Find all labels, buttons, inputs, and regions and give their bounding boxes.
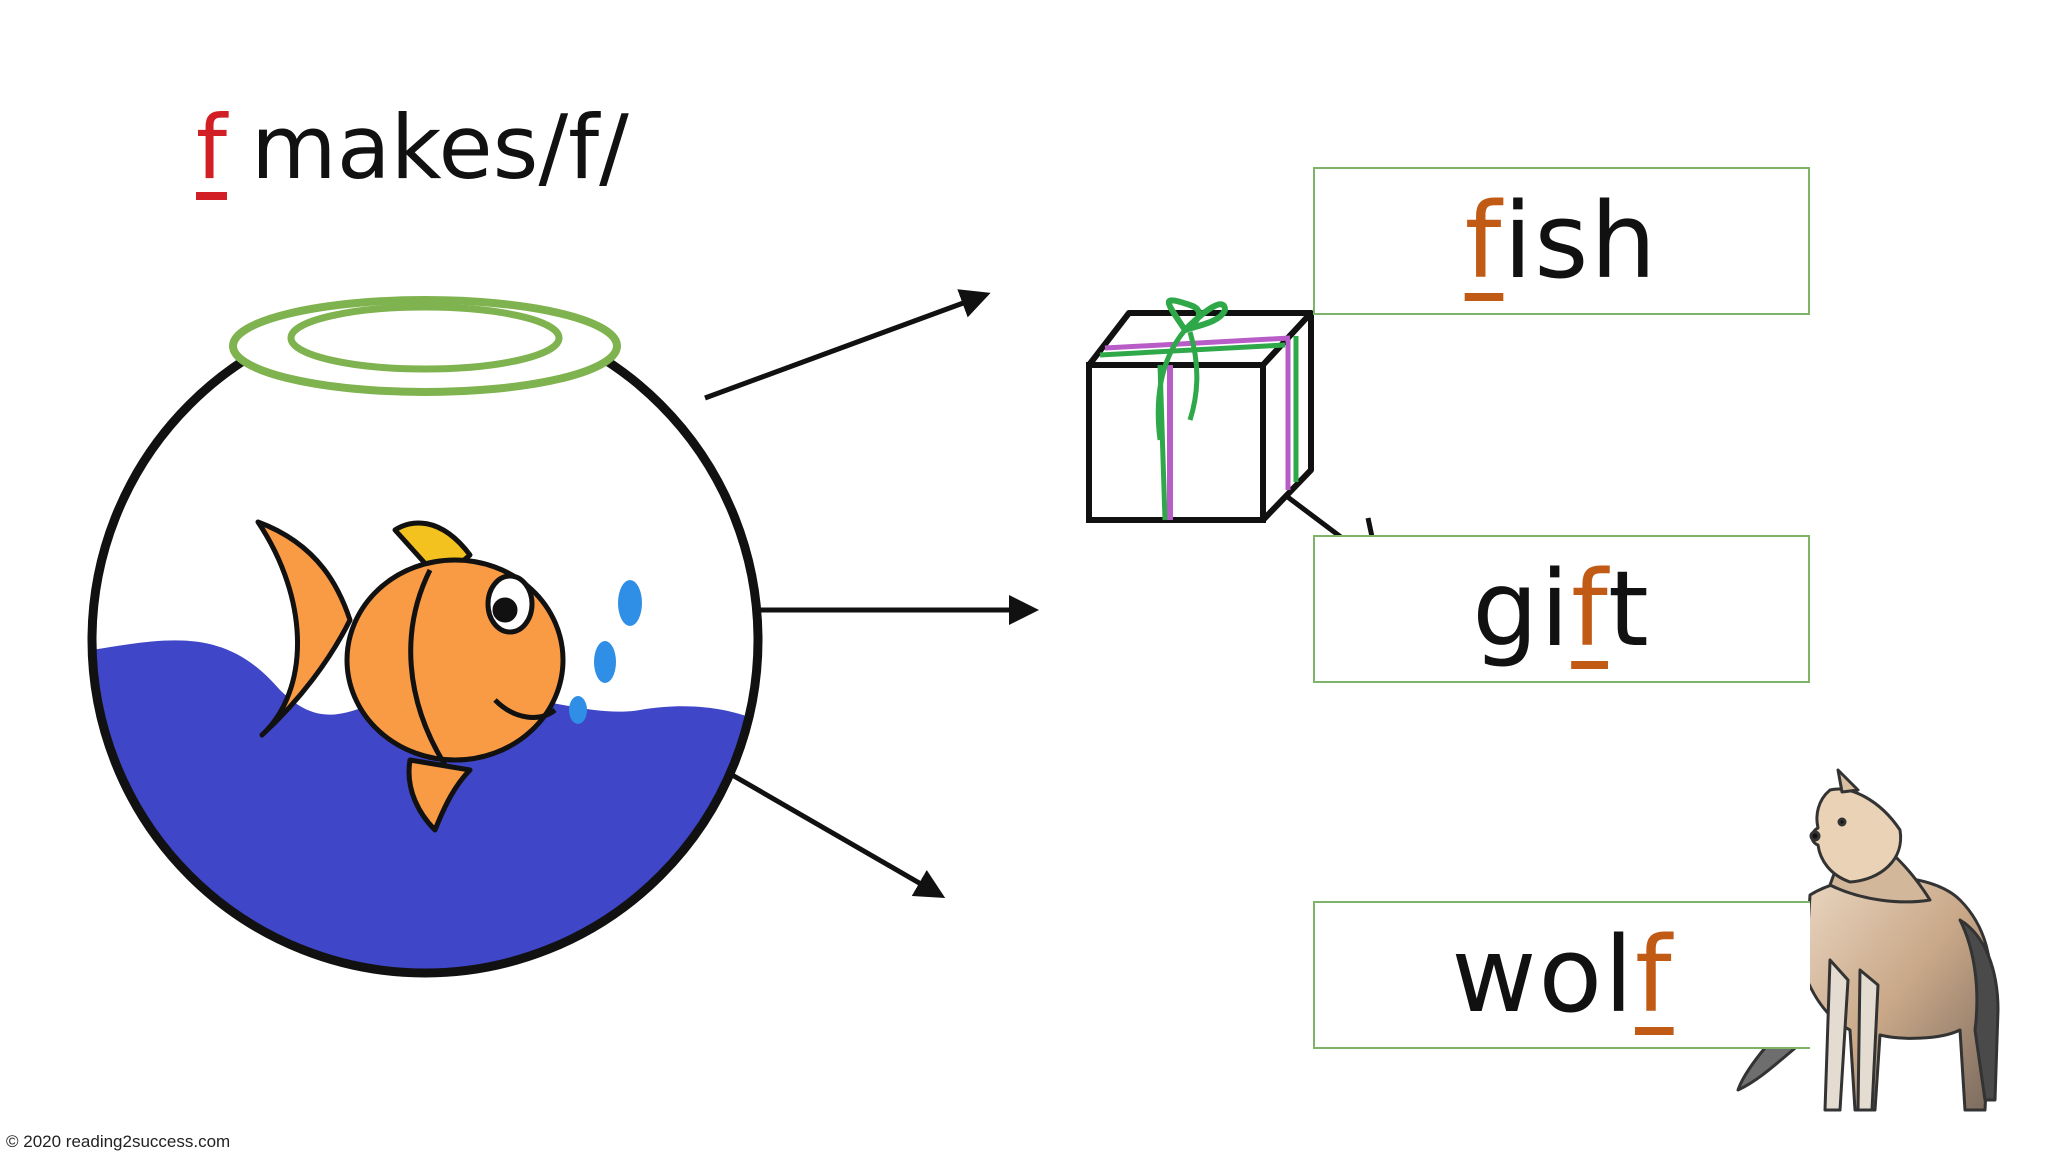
- arrow-icon: [704, 289, 991, 401]
- highlight-letter: f: [1571, 548, 1608, 670]
- word-wolf: wolf: [1451, 914, 1674, 1036]
- word-card-gift: gift: [1313, 535, 1810, 683]
- fishbowl-icon: [87, 296, 763, 978]
- copyright-notice: © 2020 reading2success.com: [6, 1132, 231, 1151]
- word-card-fish: fish: [1313, 167, 1810, 315]
- title-letter: f: [196, 96, 227, 199]
- title-rest: makes/f/: [250, 96, 629, 199]
- gift-box-icon: [1086, 297, 1381, 568]
- wolf-icon: [1736, 768, 2000, 1112]
- arrow-icon: [725, 769, 946, 899]
- lesson-title: f makes/f/: [196, 52, 629, 192]
- word-gift: gift: [1472, 548, 1651, 670]
- word-card-wolf: wolf: [1313, 901, 1810, 1049]
- goldfish-icon: [255, 519, 566, 833]
- highlight-letter: f: [1634, 914, 1674, 1036]
- word-fish: fish: [1464, 180, 1659, 302]
- highlight-letter: f: [1464, 180, 1504, 302]
